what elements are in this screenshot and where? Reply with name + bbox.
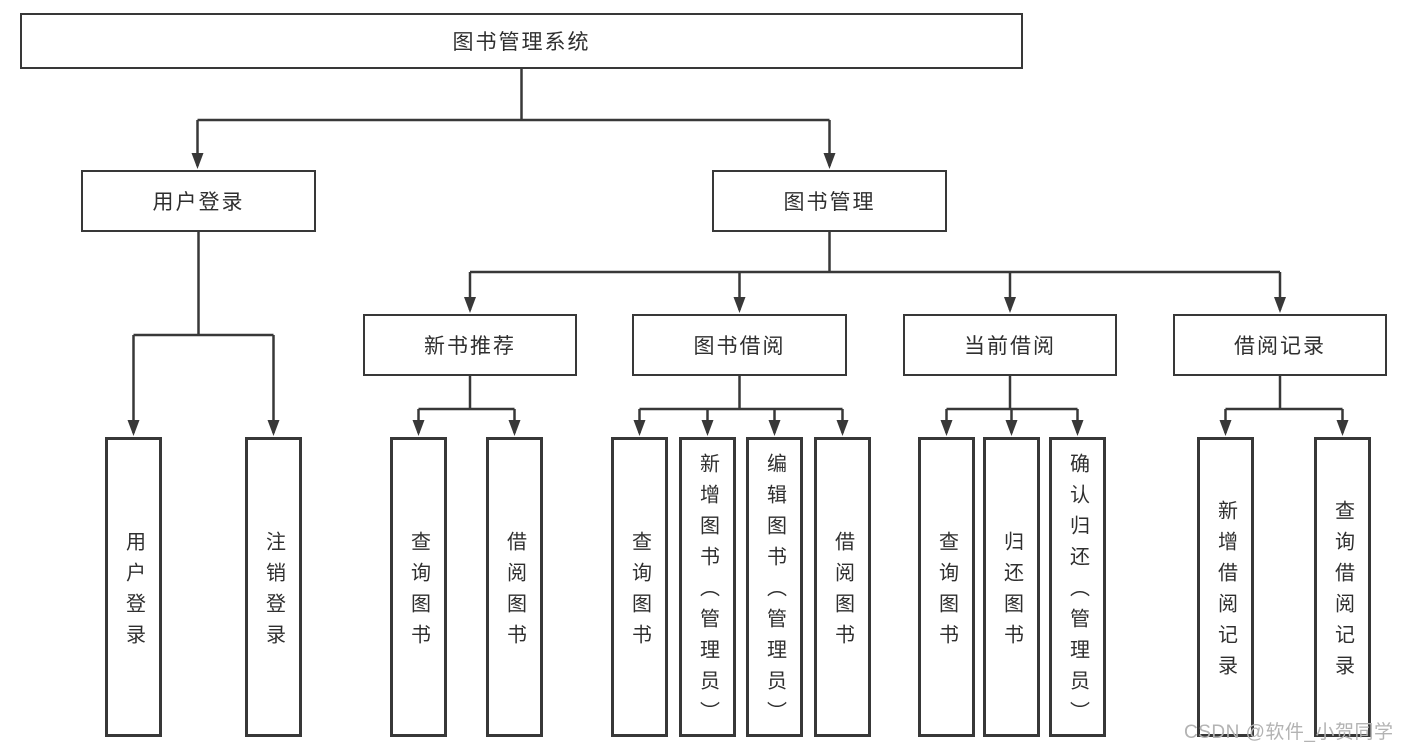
leaf-label: 查询图书 bbox=[407, 530, 430, 655]
leaf-query-books-2: 查询图书 bbox=[611, 437, 668, 737]
node-label: 借阅记录 bbox=[1234, 335, 1326, 358]
node-label: 当前借阅 bbox=[964, 335, 1056, 358]
leaf-label: 注销登录 bbox=[262, 530, 285, 655]
leaf-query-books-1: 查询图书 bbox=[390, 437, 447, 737]
csdn-watermark: CSDN @软件_小贺同学 bbox=[1184, 722, 1394, 743]
node-label: 用户登录 bbox=[152, 191, 245, 214]
leaf-confirm-return-admin: 确认归还（管理员） bbox=[1049, 437, 1106, 737]
leaf-label: 用户登录 bbox=[122, 530, 145, 655]
node-current-borrowing: 当前借阅 bbox=[903, 314, 1117, 376]
leaf-query-borrow-record: 查询借阅记录 bbox=[1314, 437, 1371, 737]
leaf-borrow-books-1: 借阅图书 bbox=[486, 437, 543, 737]
node-user-login: 用户登录 bbox=[81, 170, 316, 232]
leaf-add-book-admin: 新增图书（管理员） bbox=[679, 437, 736, 737]
leaf-label: 借阅图书 bbox=[503, 530, 526, 655]
node-label: 图书管理 bbox=[783, 191, 876, 214]
leaf-label: 查询借阅记录 bbox=[1331, 499, 1354, 686]
node-book-borrowing: 图书借阅 bbox=[632, 314, 847, 376]
leaf-label: 查询图书 bbox=[935, 530, 958, 655]
leaf-query-books-3: 查询图书 bbox=[918, 437, 975, 737]
node-label: 图书借阅 bbox=[693, 335, 786, 358]
leaf-label: 查询图书 bbox=[628, 530, 651, 655]
node-new-book-recommendation: 新书推荐 bbox=[363, 314, 577, 376]
node-label: 新书推荐 bbox=[424, 335, 516, 358]
leaf-borrow-books-2: 借阅图书 bbox=[814, 437, 871, 737]
node-book-management: 图书管理 bbox=[712, 170, 947, 232]
leaf-return-book: 归还图书 bbox=[983, 437, 1040, 737]
leaf-edit-book-admin: 编辑图书（管理员） bbox=[746, 437, 803, 737]
leaf-add-borrow-record: 新增借阅记录 bbox=[1197, 437, 1254, 737]
leaf-label: 编辑图书（管理员） bbox=[763, 453, 786, 732]
node-root-system: 图书管理系统 bbox=[20, 13, 1023, 69]
leaf-label: 借阅图书 bbox=[831, 530, 854, 655]
leaf-label: 归还图书 bbox=[1000, 530, 1023, 655]
node-label: 图书管理系统 bbox=[452, 31, 591, 54]
leaf-user-login: 用户登录 bbox=[105, 437, 162, 737]
leaf-label: 新增图书（管理员） bbox=[696, 453, 719, 732]
node-borrowing-records: 借阅记录 bbox=[1173, 314, 1387, 376]
leaf-logout: 注销登录 bbox=[245, 437, 302, 737]
leaf-label: 新增借阅记录 bbox=[1214, 499, 1237, 686]
leaf-label: 确认归还（管理员） bbox=[1066, 453, 1089, 732]
